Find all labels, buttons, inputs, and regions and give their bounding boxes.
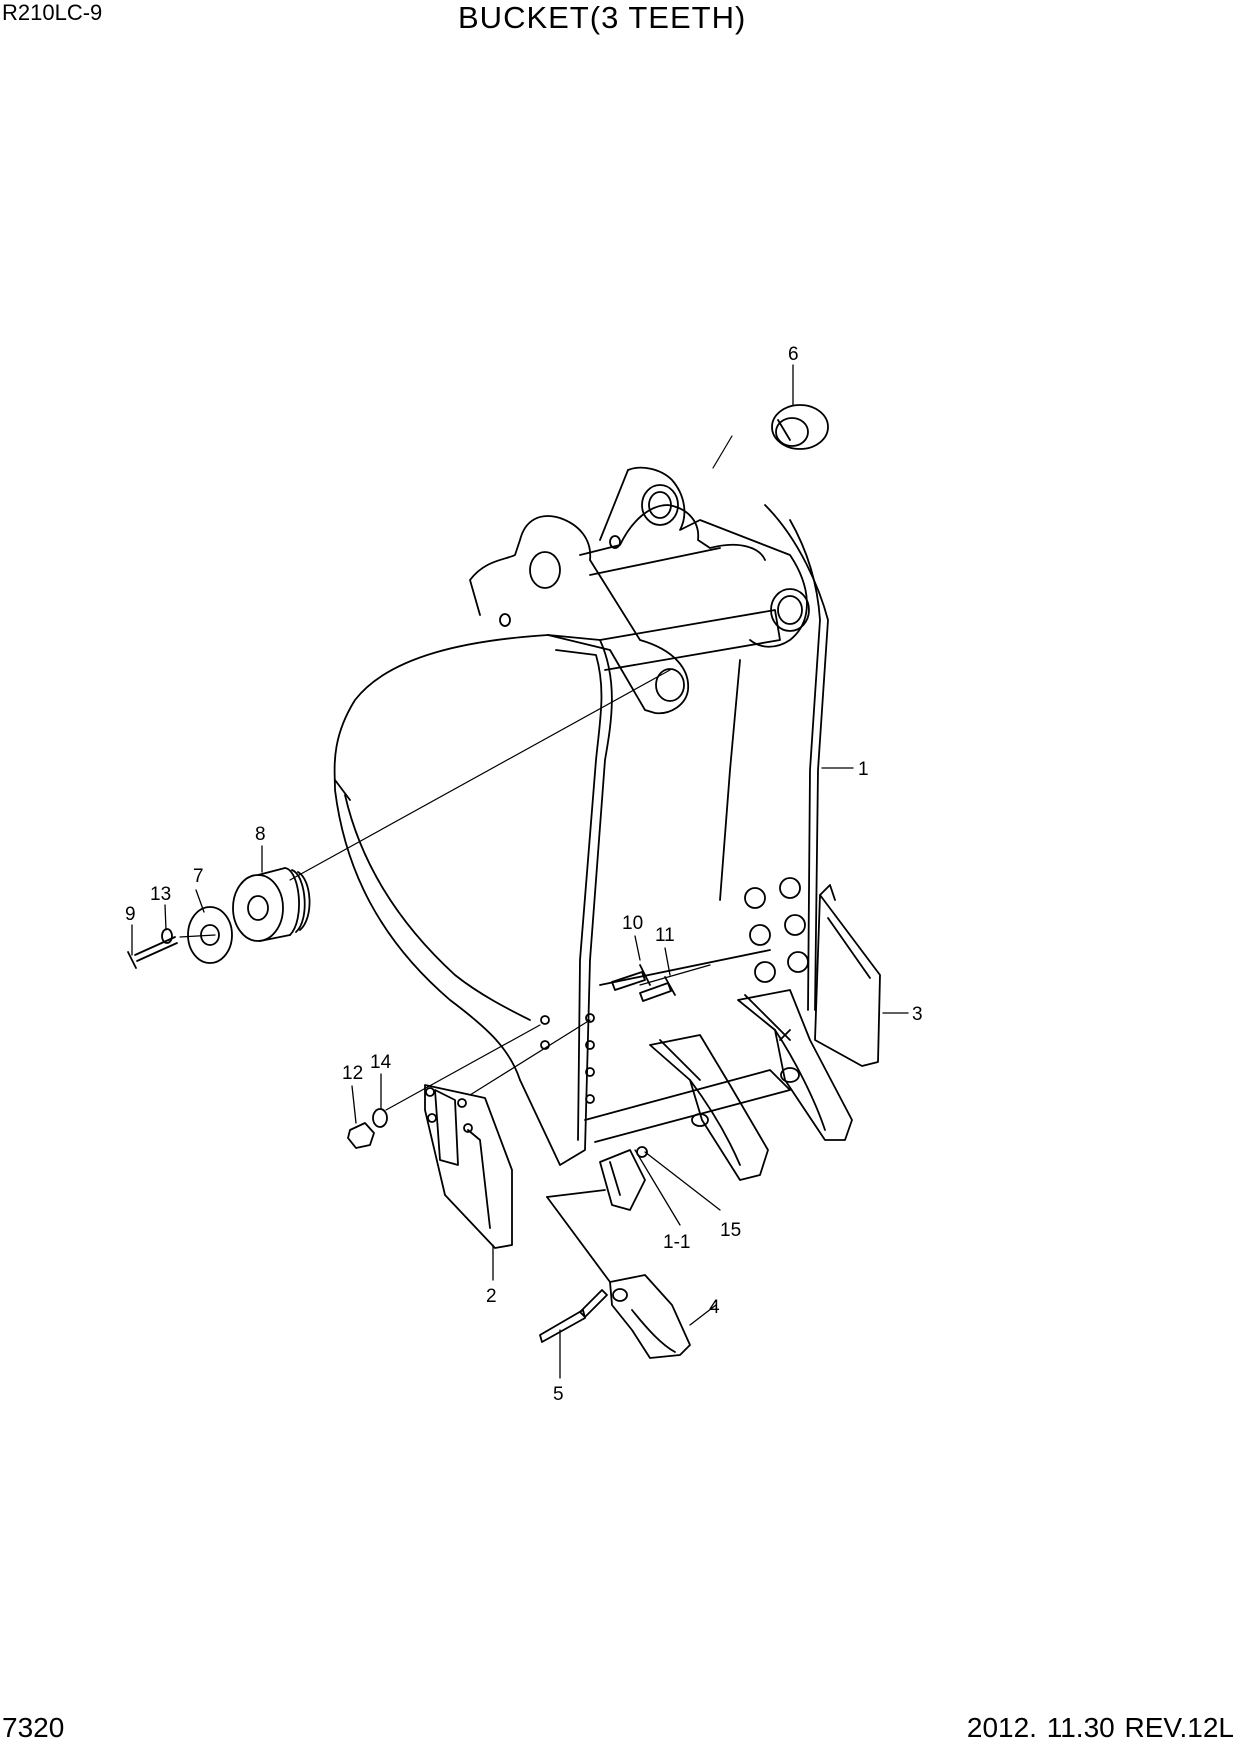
model-number: R210LC-9: [2, 0, 103, 25]
callout-13: 13: [150, 884, 171, 905]
callout-10: 10: [622, 913, 643, 934]
callout-15: 15: [720, 1220, 741, 1241]
callout-5: 5: [553, 1384, 564, 1405]
callout-11: 11: [655, 925, 675, 946]
side-plate-bolts: [540, 877, 809, 1104]
revision-date: 2012. 11.30 REV.12L: [966, 1712, 1234, 1743]
side-cutter-left: [424, 1084, 513, 1249]
pin-hardware: [127, 404, 829, 1158]
callout-7: 7: [193, 866, 204, 887]
callout-14: 14: [370, 1052, 392, 1073]
assembly-lines: [179, 435, 733, 1111]
callout-4: 4: [709, 1297, 720, 1318]
callout-6: 6: [788, 344, 799, 365]
page-title: BUCKET(3 TEETH): [458, 0, 747, 35]
callout-8: 8: [255, 824, 266, 845]
page-number: 7320: [2, 1712, 65, 1743]
callout-2: 2: [486, 1286, 497, 1307]
callout-1-1: 1-1: [663, 1232, 690, 1253]
callout-3: 3: [912, 1004, 923, 1025]
teeth: [599, 989, 853, 1211]
callout-12: 12: [342, 1063, 363, 1084]
side-cutter-right: [814, 884, 881, 1067]
leader-lines: [131, 364, 909, 1379]
boss-plates: [469, 466, 810, 715]
callout-labels: 6 1 3 2 4 5 1-1 15 8 7 13 9 10 11 12 14: [125, 344, 923, 1405]
callout-9: 9: [125, 904, 136, 925]
bucket-body: [333, 504, 829, 1166]
loose-tooth: [539, 1189, 691, 1359]
callout-1: 1: [858, 759, 869, 780]
